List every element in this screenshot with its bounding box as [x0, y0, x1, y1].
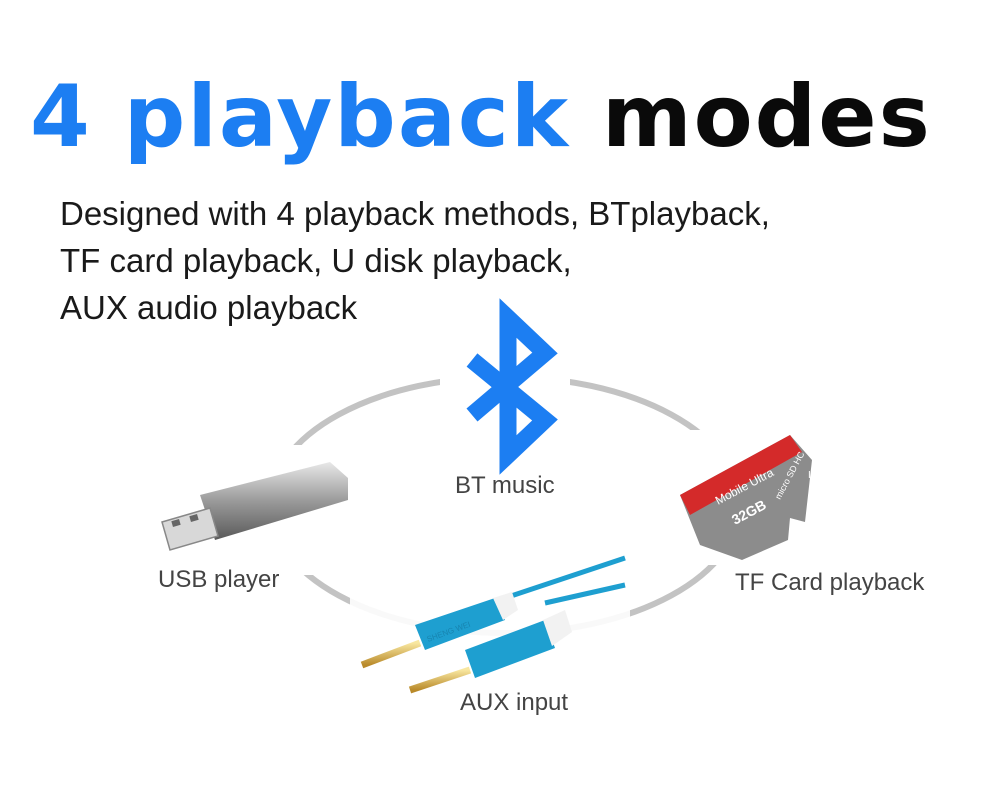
- description-line: Designed with 4 playback methods, BTplay…: [60, 195, 770, 232]
- label-tf-card: TF Card playback: [735, 569, 925, 596]
- title-part-black: modes: [601, 67, 932, 167]
- description-line: TF card playback, U disk playback,: [60, 242, 572, 279]
- aux-cable-icon: SHENG WEI: [350, 545, 630, 695]
- label-usb-player: USB player: [158, 566, 280, 593]
- label-aux-input: AUX input: [460, 689, 569, 716]
- usb-stick-icon: [150, 445, 370, 575]
- title-part-blue: 4 playback: [30, 67, 571, 167]
- label-bt-music: BT music: [455, 472, 555, 499]
- description: Designed with 4 playback methods, BTplay…: [60, 190, 960, 331]
- bluetooth-icon: [440, 298, 570, 475]
- page-title: 4 playback modes: [30, 62, 980, 172]
- tf-card-icon: Mobile Ultra 32GB micro SD HC I: [672, 430, 837, 565]
- description-line: AUX audio playback: [60, 289, 358, 326]
- card-class: I: [808, 470, 811, 481]
